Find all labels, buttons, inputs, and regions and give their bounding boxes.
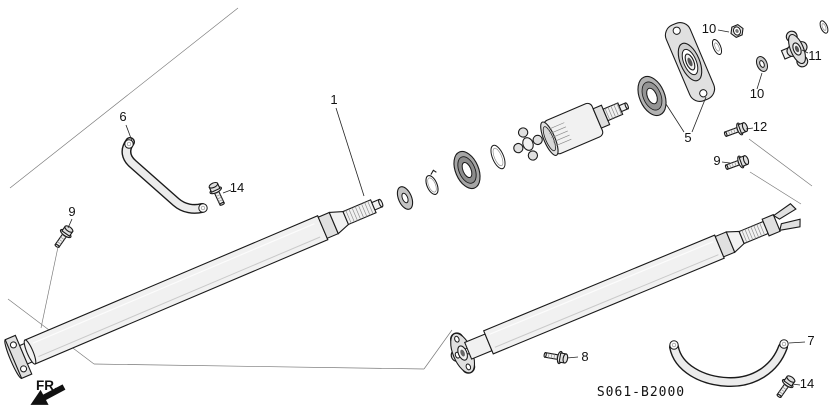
callout-8: 8 [581,349,588,364]
bolt-8 [542,348,570,366]
callout-10-top: 10 [702,21,716,36]
callout-9-right: 9 [713,153,720,168]
bolt-9-left [50,223,76,251]
companion-flange [780,30,809,68]
callout-10-mid: 10 [750,86,764,101]
spider-joint [513,127,543,161]
fr-direction: FR. [30,378,66,405]
rubber-damper [755,56,769,72]
callout-9-left: 9 [68,204,75,219]
joint-boot-ring [453,150,481,190]
callout-11: 11 [808,48,822,63]
sleeve-yoke [540,102,629,156]
callout-14-front: 14 [230,180,244,195]
shaft-nut [728,22,746,40]
callout-12: 12 [753,119,767,134]
center-bearing-rubber-ring [637,75,667,117]
boundary-lines [7,7,813,370]
front-shaft-strap [121,137,208,214]
fr-label: FR. [36,378,58,393]
callout-1: 1 [330,92,337,107]
fr-arrow-icon [30,384,66,405]
center-bearing-bracket [664,22,716,102]
boot-clamp [425,169,439,195]
diagram-code: S061-B2000 [597,385,685,400]
bolt-14-front [206,180,229,208]
callout-7: 7 [807,333,814,348]
rear-shaft-strap [669,339,789,388]
bolt-9-right [723,152,751,174]
flange-washer [819,20,829,34]
bolt-12 [722,119,750,141]
callouts: 1 6 14 9 5 10 10 11 12 9 7 8 14 [68,21,821,391]
leader-lines [40,29,809,386]
slip-joint-washer [396,186,414,210]
rear-propeller-shaft [450,203,801,374]
callout-5: 5 [684,130,691,145]
callout-14-rear: 14 [800,376,814,391]
bolt-14-rear [772,373,798,401]
callout-6: 6 [119,109,126,124]
bearing-washer [711,39,723,55]
set-ring [490,144,506,170]
front-propeller-shaft [4,198,384,380]
